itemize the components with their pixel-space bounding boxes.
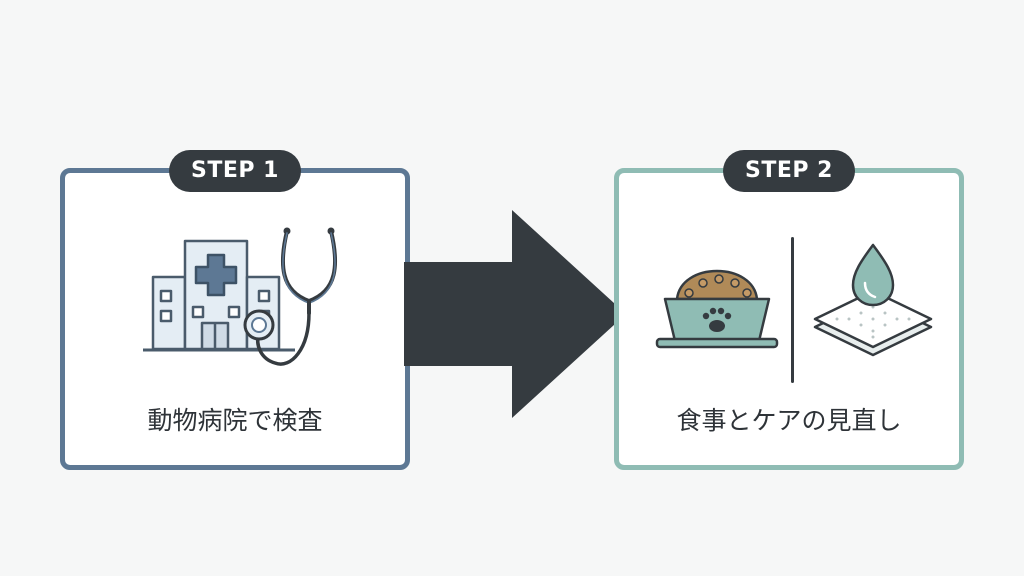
step-2-divider xyxy=(791,237,794,383)
step-1-box: STEP 1 xyxy=(60,150,410,470)
step-2-box: STEP 2 xyxy=(614,150,964,470)
step-2-badge: STEP 2 xyxy=(723,150,855,192)
step-1-illustration xyxy=(143,227,338,366)
pet-sheet-icon xyxy=(813,243,933,357)
water-drop-icon xyxy=(851,243,895,307)
pet-food-bowl-icon xyxy=(655,269,779,349)
flow-arrow-icon xyxy=(404,210,626,418)
step-1-caption: 動物病院で検査 xyxy=(147,406,323,435)
stethoscope-icon xyxy=(243,227,338,366)
step-1-badge: STEP 1 xyxy=(169,150,301,192)
hospital-icon xyxy=(143,239,295,352)
step-2-illustration xyxy=(655,237,933,383)
step-2-caption: 食事とケアの見直し xyxy=(676,406,902,435)
